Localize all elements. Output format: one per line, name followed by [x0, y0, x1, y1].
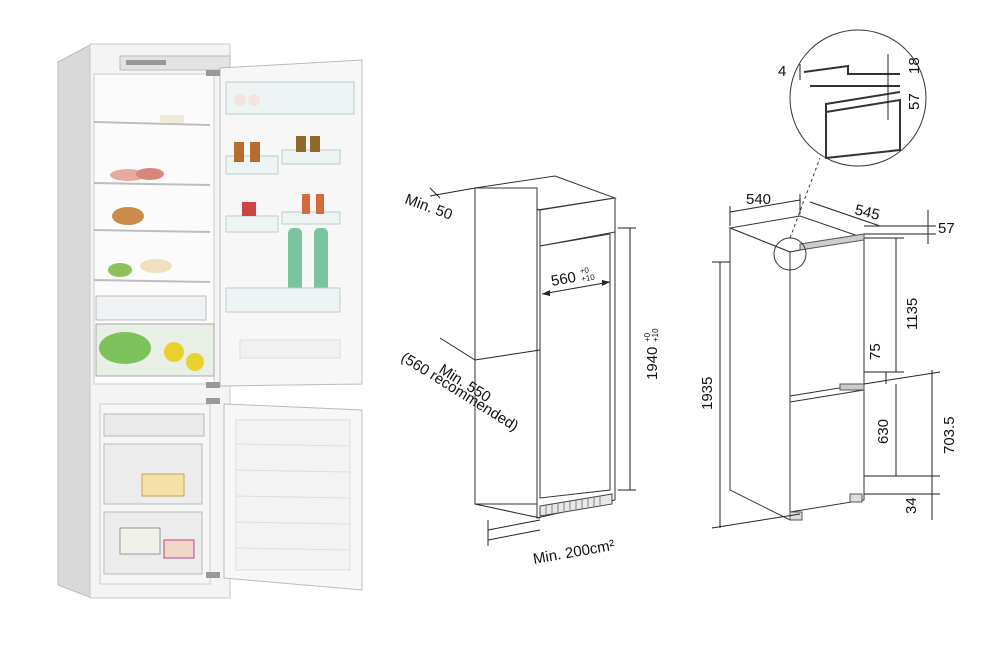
- svg-text:703.5: 703.5: [941, 416, 958, 454]
- detail-lower-label: 57: [906, 93, 923, 110]
- niche-depth-min-label: Min. 50: [403, 191, 455, 224]
- appliance-diagram: 4 18 57 540 545 57 1: [699, 29, 958, 529]
- svg-text:Min. 200cm²: Min. 200cm²: [532, 537, 616, 568]
- svg-text:18: 18: [906, 57, 923, 74]
- appliance-gap-label: 75: [867, 343, 884, 360]
- appliance-width-label: 540: [746, 191, 771, 208]
- svg-text:34: 34: [903, 497, 920, 514]
- svg-text:57: 57: [938, 220, 955, 237]
- svg-text:1935: 1935: [699, 377, 716, 410]
- svg-text:4: 4: [778, 63, 786, 80]
- appliance-top-offset-label: 57: [938, 220, 955, 237]
- svg-text:57: 57: [906, 93, 923, 110]
- svg-text:+0: +0: [579, 265, 590, 276]
- svg-text:540: 540: [746, 191, 771, 208]
- appliance-lower-total-label: 703.5: [941, 416, 958, 454]
- svg-text:75: 75: [867, 343, 884, 360]
- detail-gap-label: 4: [778, 63, 786, 80]
- appliance-lower-height-label: 630: [875, 419, 892, 444]
- svg-text:+10: +10: [581, 272, 596, 283]
- fridge-photo-illustration: [57, 43, 363, 599]
- svg-text:+10: +10: [651, 328, 660, 342]
- appliance-upper-height-label: 1135: [904, 298, 921, 330]
- niche-vent-label: Min. 200cm²: [532, 537, 616, 568]
- niche-height-label: 1940 +0 +10: [643, 328, 661, 380]
- svg-text:Min. 50: Min. 50: [403, 191, 455, 224]
- niche-diagram: Min. 50 560 +0 +10 1940 +0 +10 Min. 550 …: [398, 175, 661, 568]
- svg-text:1135: 1135: [904, 298, 921, 330]
- detail-upper-label: 18: [906, 57, 923, 74]
- svg-text:545: 545: [853, 201, 881, 224]
- appliance-total-height-label: 1935: [699, 377, 716, 410]
- appliance-foot-label: 34: [903, 497, 920, 514]
- niche-width-label: 560 +0 +10: [550, 265, 596, 290]
- svg-text:560: 560: [550, 269, 578, 290]
- appliance-depth-label: 545: [853, 201, 881, 224]
- svg-text:1940: 1940: [644, 347, 661, 380]
- svg-text:+0: +0: [643, 332, 652, 342]
- svg-text:630: 630: [875, 419, 892, 444]
